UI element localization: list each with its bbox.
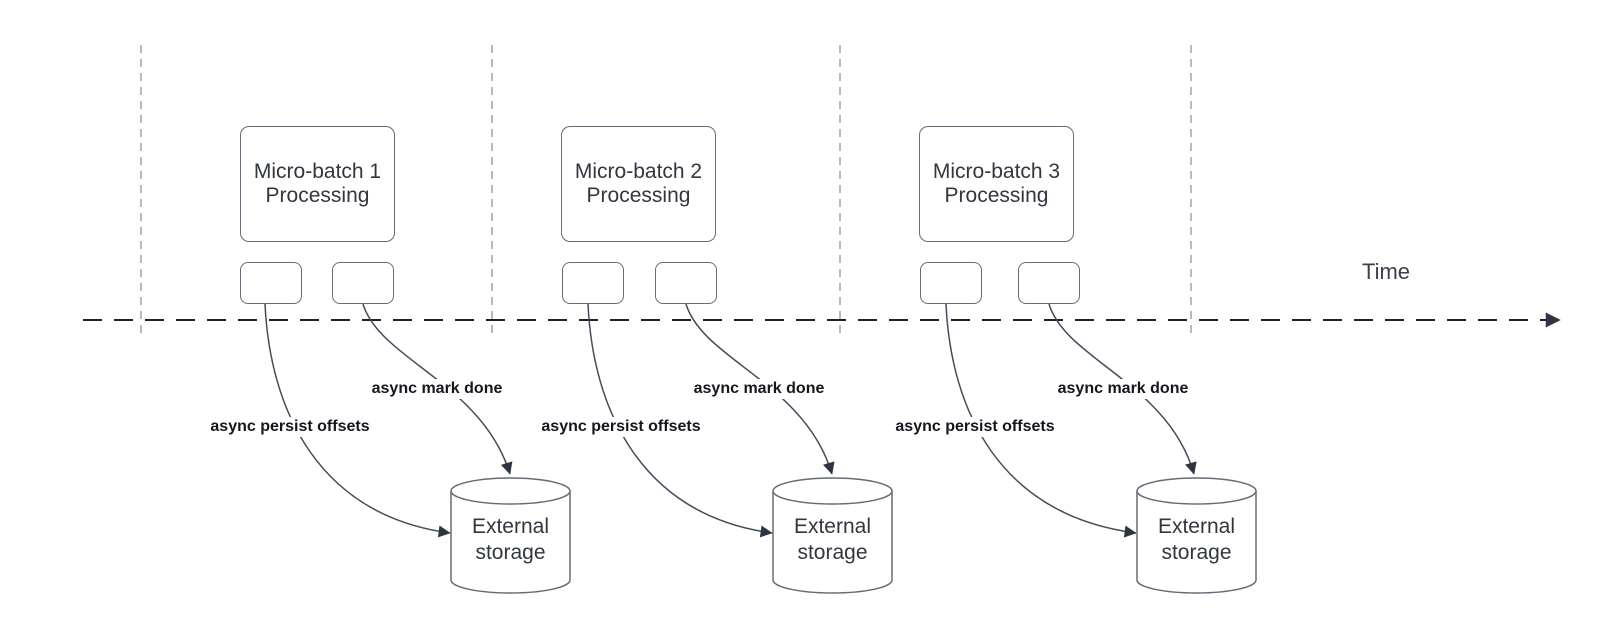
- micro-batch-3-persist-task-box: [920, 262, 982, 304]
- micro-batch-1-title: Micro-batch 1 Processing: [253, 160, 382, 207]
- persist-offsets-arrow-1: [264, 303, 451, 538]
- external-storage-label-1: External storage: [471, 515, 550, 564]
- mark-done-label-1: async mark done: [368, 379, 506, 399]
- micro-batch-1-mark-done-task-box: [332, 262, 394, 304]
- micro-batch-2-processing-box: Micro-batch 2 Processing: [561, 126, 716, 242]
- micro-batch-1-processing-box: Micro-batch 1 Processing: [240, 126, 395, 242]
- external-storage-cylinder-3: [1136, 477, 1257, 594]
- external-storage-cylinder-1: [450, 477, 571, 594]
- mark-done-arrow-1: [362, 303, 513, 475]
- mark-done-label-2: async mark done: [690, 379, 828, 399]
- external-storage-label-3: External storage: [1157, 515, 1236, 564]
- persist-offsets-label-2: async persist offsets: [538, 417, 704, 437]
- persist-offsets-label-1: async persist offsets: [207, 417, 373, 437]
- persist-offsets-arrow-3: [945, 303, 1137, 538]
- time-axis-label: Time: [1361, 259, 1411, 284]
- micro-batch-2-persist-task-box: [562, 262, 624, 304]
- micro-batch-3-processing-box: Micro-batch 3 Processing: [919, 126, 1074, 242]
- micro-batch-2-title: Micro-batch 2 Processing: [574, 160, 703, 207]
- external-storage-label-2: External storage: [793, 515, 872, 564]
- micro-batch-3-title: Micro-batch 3 Processing: [932, 160, 1061, 207]
- micro-batch-2-mark-done-task-box: [655, 262, 717, 304]
- mark-done-arrow-3: [1048, 303, 1197, 475]
- micro-batch-3-mark-done-task-box: [1018, 262, 1080, 304]
- persist-offsets-arrow-2: [587, 303, 773, 538]
- mark-done-arrow-2: [685, 303, 835, 475]
- micro-batch-1-persist-task-box: [240, 262, 302, 304]
- mark-done-label-3: async mark done: [1054, 379, 1192, 399]
- external-storage-cylinder-2: [772, 477, 893, 594]
- persist-offsets-label-3: async persist offsets: [892, 417, 1058, 437]
